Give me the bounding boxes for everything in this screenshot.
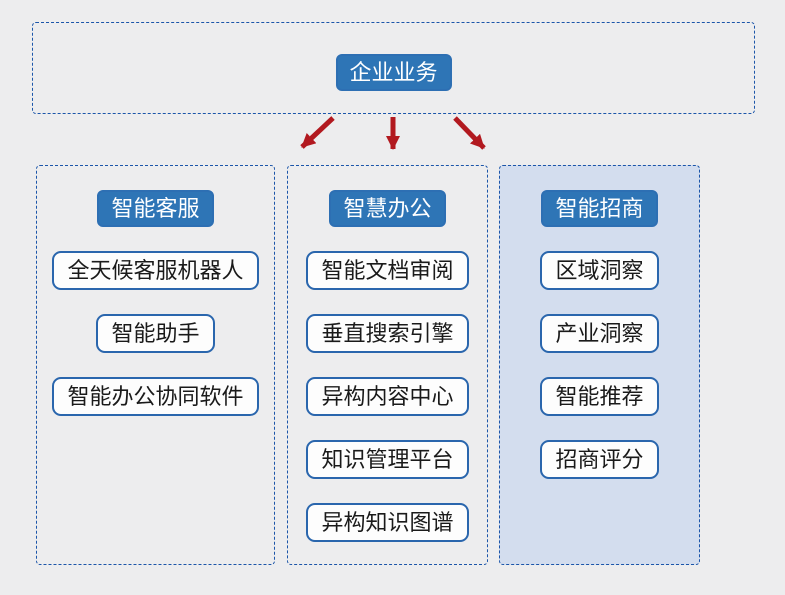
node-button[interactable]: 异构内容中心 bbox=[306, 377, 469, 416]
node-button[interactable]: 智能推荐 bbox=[540, 377, 659, 416]
column-items: 区域洞察产业洞察智能推荐招商评分 bbox=[540, 251, 659, 479]
column-intelligent-investment: 智能招商 区域洞察产业洞察智能推荐招商评分 bbox=[499, 165, 700, 565]
node-button[interactable]: 区域洞察 bbox=[540, 251, 659, 290]
column-items: 智能文档审阅垂直搜索引擎异构内容中心知识管理平台异构知识图谱 bbox=[306, 251, 469, 542]
root-node-button[interactable]: 企业业务 bbox=[335, 54, 452, 91]
node-button[interactable]: 知识管理平台 bbox=[306, 440, 469, 479]
node-button[interactable]: 智能办公协同软件 bbox=[52, 377, 259, 416]
node-button[interactable]: 产业洞察 bbox=[540, 314, 659, 353]
root-group-box: 企业业务 bbox=[32, 22, 755, 114]
column-smart-office: 智慧办公 智能文档审阅垂直搜索引擎异构内容中心知识管理平台异构知识图谱 bbox=[287, 165, 488, 565]
node-button[interactable]: 智能助手 bbox=[96, 314, 215, 353]
node-button[interactable]: 异构知识图谱 bbox=[306, 503, 469, 542]
column-items: 全天候客服机器人智能助手智能办公协同软件 bbox=[52, 251, 259, 416]
column-intelligent-customer-service: 智能客服 全天候客服机器人智能助手智能办公协同软件 bbox=[36, 165, 275, 565]
node-button[interactable]: 招商评分 bbox=[540, 440, 659, 479]
column-header-button[interactable]: 智能招商 bbox=[541, 190, 658, 227]
arrow-right bbox=[453, 116, 486, 150]
node-button[interactable]: 智能文档审阅 bbox=[306, 251, 469, 290]
node-button[interactable]: 垂直搜索引擎 bbox=[306, 314, 469, 353]
column-header-button[interactable]: 智能客服 bbox=[97, 190, 214, 227]
node-button[interactable]: 全天候客服机器人 bbox=[52, 251, 259, 290]
column-header-button[interactable]: 智慧办公 bbox=[329, 190, 446, 227]
arrow-left bbox=[300, 116, 335, 149]
